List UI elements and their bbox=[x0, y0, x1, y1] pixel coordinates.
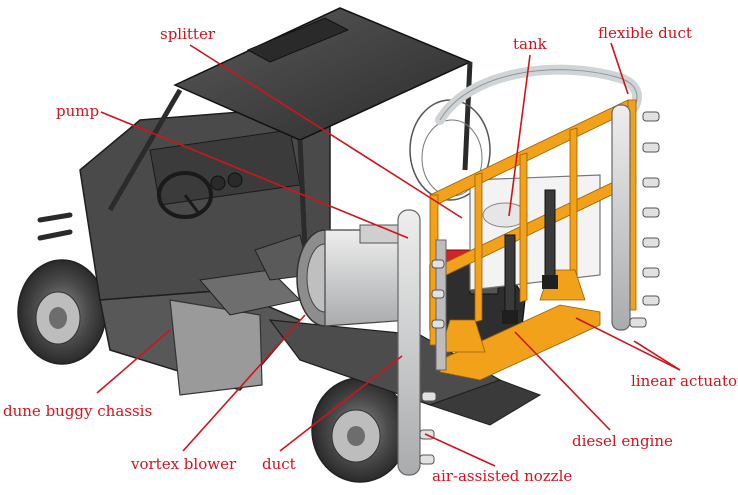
label-tank: tank bbox=[513, 35, 547, 53]
leader-flexible-duct bbox=[610, 42, 629, 95]
label-linear-actuator: linear actuator bbox=[631, 372, 738, 390]
rear-left-wheel bbox=[17, 259, 107, 365]
air-assisted-nozzles bbox=[419, 111, 660, 465]
label-pump: pump bbox=[56, 102, 100, 120]
label-splitter: splitter bbox=[160, 25, 215, 43]
label-vortex-blower: vortex blower bbox=[131, 455, 237, 473]
vortex-blower-drawing bbox=[296, 224, 416, 327]
leader-linear-actuator-a bbox=[575, 317, 681, 371]
rear-handles bbox=[37, 212, 73, 241]
linear-actuators-drawing bbox=[502, 189, 558, 324]
label-duct: duct bbox=[262, 455, 296, 473]
leader-pump bbox=[100, 111, 409, 239]
leader-diesel-engine bbox=[514, 331, 611, 431]
label-flexible-duct: flexible duct bbox=[598, 24, 692, 42]
leader-air-assisted-nozzle bbox=[424, 433, 496, 467]
label-diesel-engine: diesel engine bbox=[572, 432, 673, 450]
leader-lines bbox=[96, 42, 681, 467]
spray-frame bbox=[429, 99, 637, 381]
leader-linear-actuator-b bbox=[633, 340, 681, 371]
leader-splitter bbox=[189, 44, 463, 219]
leader-duct bbox=[279, 355, 403, 452]
chassis-base bbox=[268, 319, 542, 426]
cab-body bbox=[79, 104, 331, 396]
label-dune-buggy-chassis: dune buggy chassis bbox=[3, 402, 153, 420]
leader-vortex-blower bbox=[182, 314, 306, 452]
label-air-assisted-nozzle: air-assisted nozzle bbox=[432, 467, 573, 485]
leader-tank bbox=[508, 54, 531, 217]
roll-cage-roof bbox=[107, 7, 473, 251]
left-boom-duct bbox=[397, 209, 447, 476]
right-boom-duct bbox=[611, 104, 631, 331]
leader-dune-buggy-chassis bbox=[96, 329, 171, 394]
front-left-wheel bbox=[311, 377, 409, 483]
